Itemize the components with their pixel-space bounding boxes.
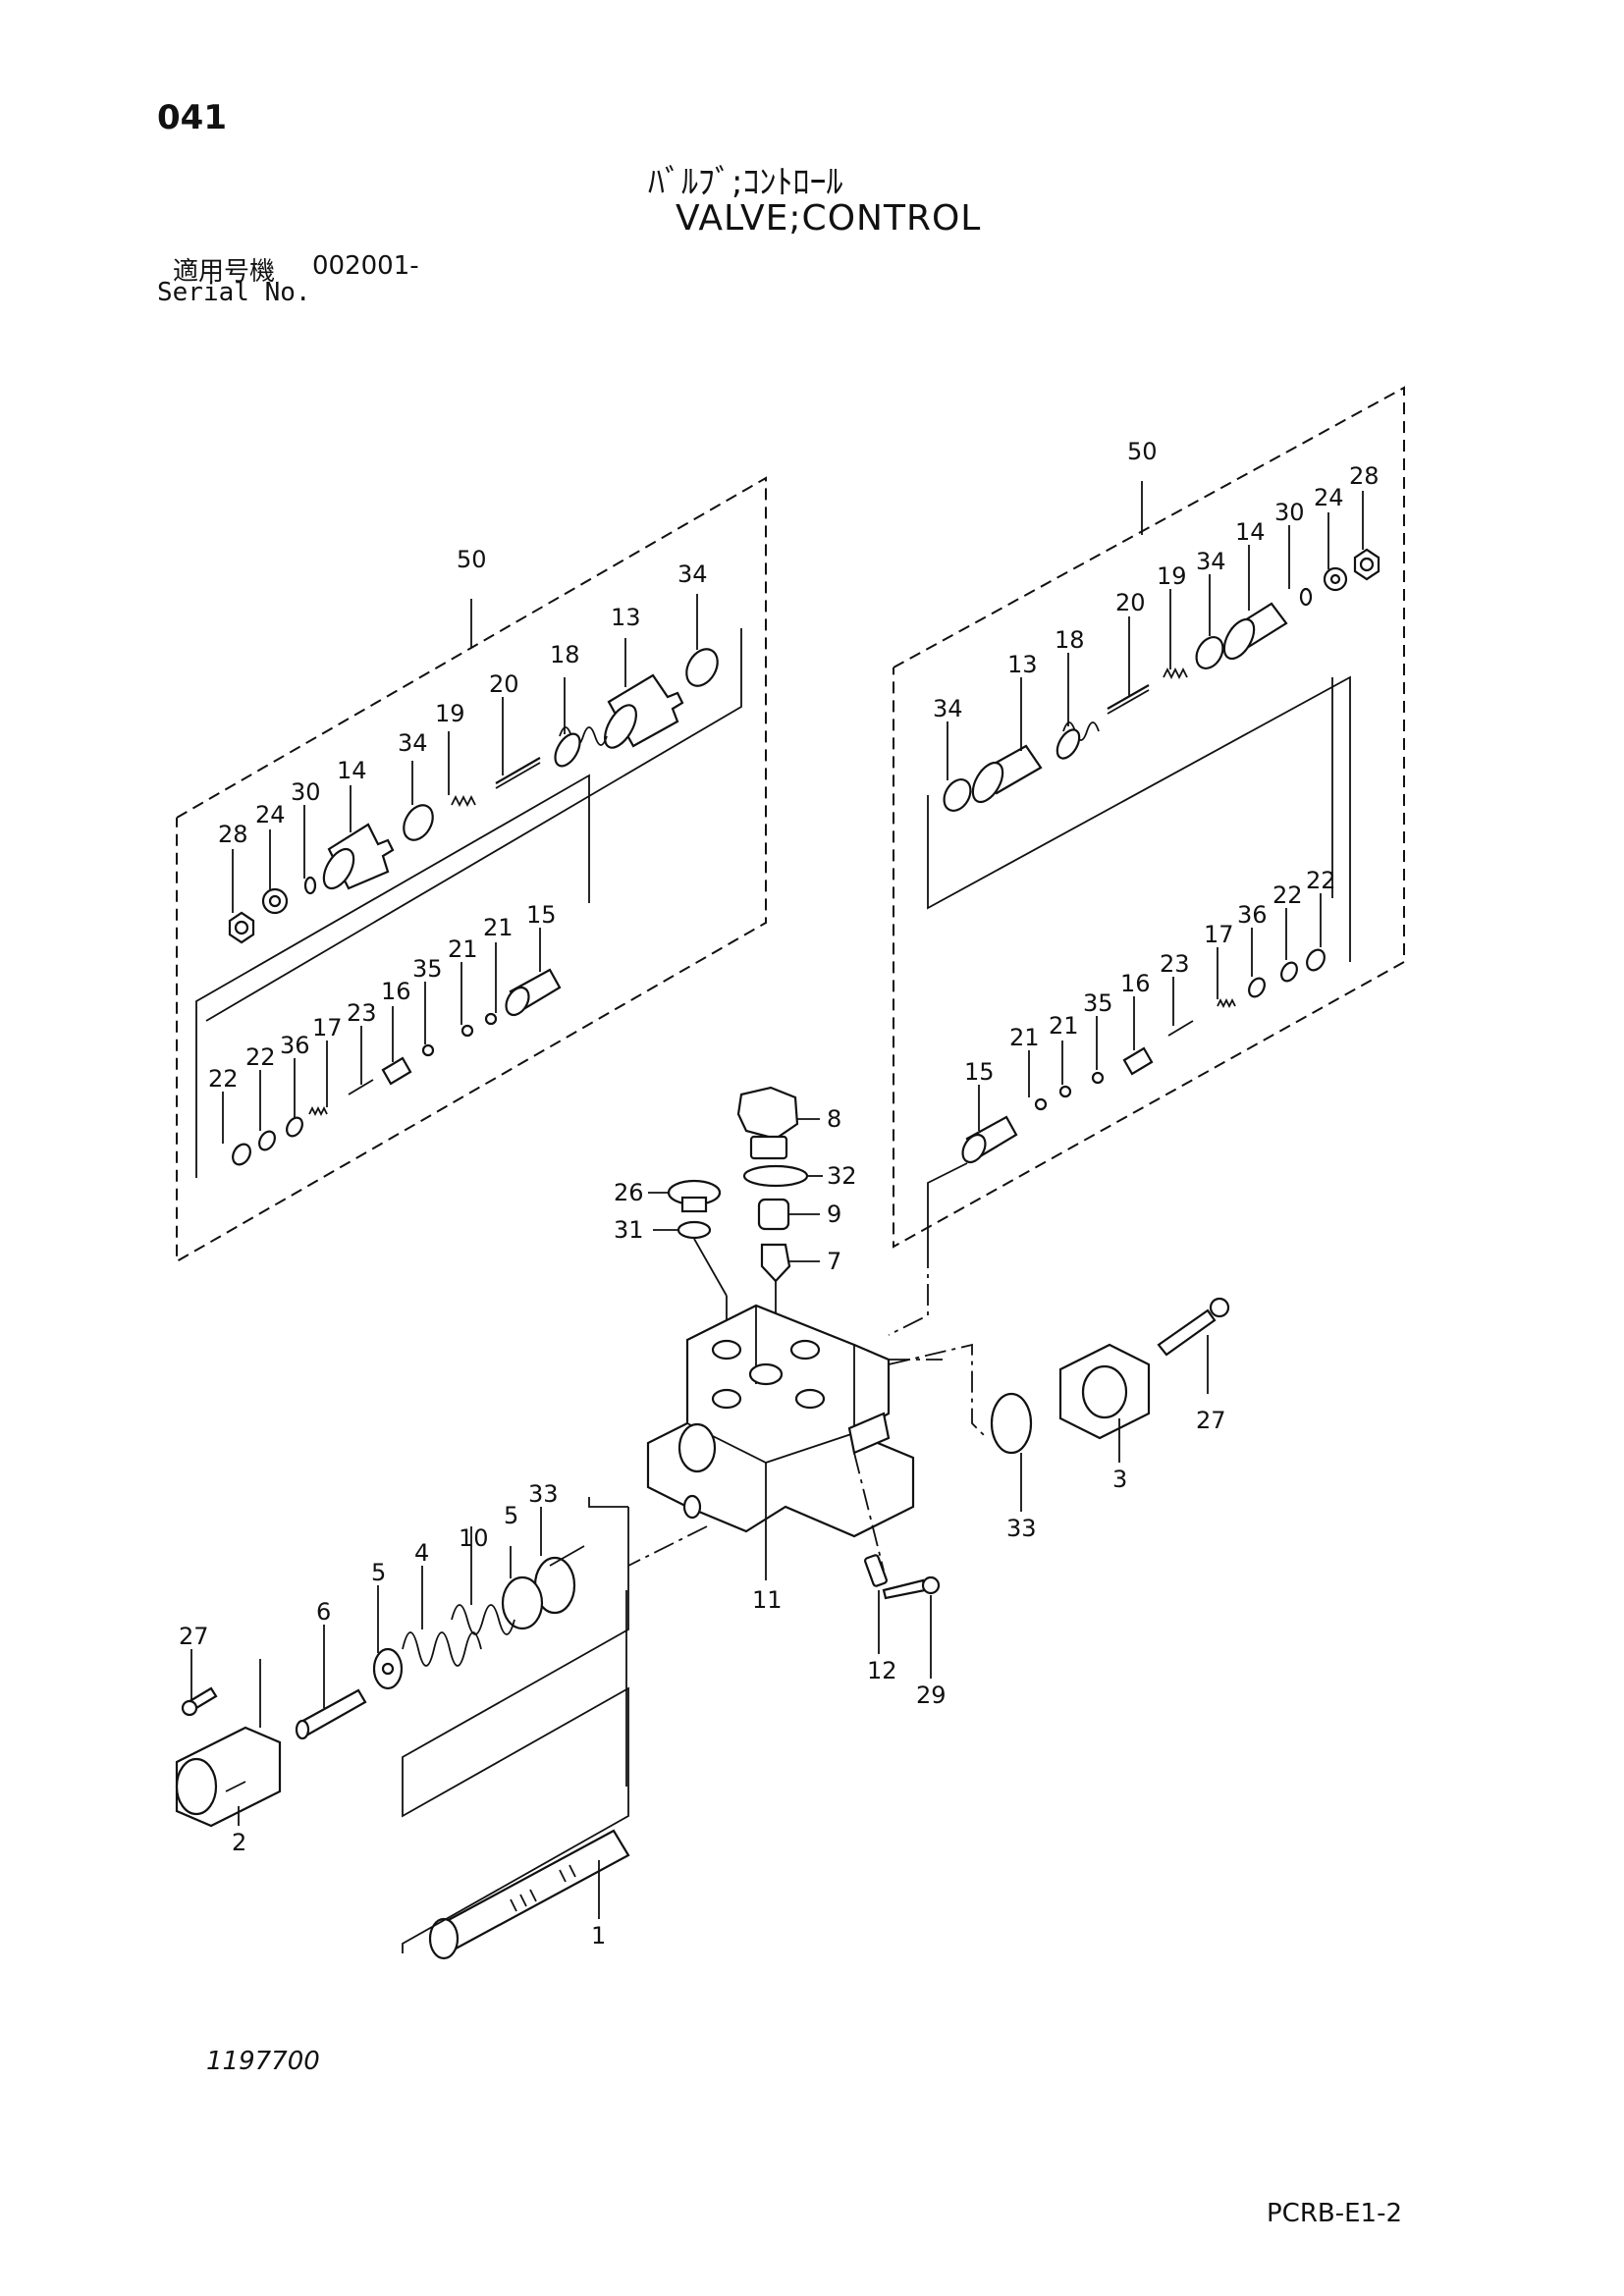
callout-left-20: 20: [489, 670, 519, 698]
callout-left-13: 13: [611, 604, 641, 631]
callout-left-21b: 21: [448, 935, 478, 963]
right-subassembly-outline: [893, 386, 1405, 1249]
serial-value: 002001-: [312, 251, 419, 281]
callout-left-14: 14: [337, 757, 367, 784]
page-code: PCRB-E1-2: [1267, 2199, 1403, 2228]
callout-4: 4: [414, 1539, 429, 1567]
title-english: VALVE;CONTROL: [676, 198, 982, 239]
callout-left-35: 35: [412, 955, 443, 983]
callout-5b: 5: [371, 1559, 386, 1586]
callout-left-19: 19: [435, 700, 465, 727]
callout-9: 9: [827, 1201, 841, 1228]
callout-left-17: 17: [312, 1014, 343, 1041]
page-number: 041: [157, 98, 227, 137]
callout-5a: 5: [504, 1502, 518, 1529]
callout-right-24: 24: [1314, 484, 1344, 511]
callout-left-22b: 22: [208, 1065, 239, 1093]
callout-1: 1: [591, 1922, 606, 1949]
callout-right-14: 14: [1235, 518, 1266, 546]
callout-right-13: 13: [1007, 651, 1038, 678]
callout-left-34b: 34: [398, 729, 428, 757]
callout-31: 31: [614, 1216, 644, 1244]
callout-right-34b: 34: [933, 695, 963, 722]
callout-left-28: 28: [218, 821, 248, 848]
callout-12: 12: [867, 1657, 897, 1684]
callout-27b: 27: [179, 1623, 209, 1650]
callout-29: 29: [916, 1682, 947, 1709]
callout-8: 8: [827, 1105, 841, 1133]
callout-right-19: 19: [1157, 562, 1187, 590]
callout-right-23: 23: [1160, 950, 1190, 978]
callout-left-16: 16: [381, 978, 411, 1005]
main-leader-lines: [190, 1118, 1209, 1953]
callout-right-assy: 50: [1127, 438, 1158, 465]
callout-6: 6: [316, 1598, 331, 1626]
title-japanese: ﾊﾞﾙﾌﾞ;ｺﾝﾄﾛｰﾙ: [648, 163, 843, 202]
callout-33a: 33: [1006, 1515, 1037, 1542]
callout-right-20: 20: [1115, 589, 1146, 616]
callout-right-28: 28: [1349, 462, 1380, 490]
callout-26: 26: [614, 1179, 644, 1206]
callout-33b: 33: [528, 1480, 559, 1508]
callout-right-22b: 22: [1272, 881, 1303, 909]
right-subassembly-parts: [943, 548, 1380, 1164]
serial-label-japanese: 適用号機: [173, 257, 276, 287]
callout-11: 11: [752, 1586, 783, 1614]
callout-right-21b: 21: [1009, 1024, 1040, 1051]
callout-left-23: 23: [347, 999, 377, 1027]
callout-right-17: 17: [1204, 921, 1234, 948]
callout-left-15: 15: [526, 901, 557, 929]
callout-left-21a: 21: [483, 914, 514, 941]
callout-7: 7: [827, 1248, 841, 1275]
callout-3: 3: [1112, 1466, 1127, 1493]
callout-right-30: 30: [1274, 499, 1305, 526]
callout-left-24: 24: [255, 801, 286, 828]
callout-right-15: 15: [964, 1058, 995, 1086]
drawing-number: 1197700: [206, 2047, 320, 2076]
callout-left-36: 36: [280, 1032, 310, 1059]
callout-left-30: 30: [291, 778, 321, 806]
callout-32: 32: [827, 1162, 857, 1190]
callout-right-21a: 21: [1049, 1012, 1079, 1040]
callout-10: 10: [459, 1524, 489, 1552]
callout-left-34a: 34: [677, 561, 708, 588]
callout-left-18: 18: [550, 641, 580, 668]
left-subassembly-parts: [228, 648, 719, 1166]
callout-right-16: 16: [1120, 970, 1151, 997]
callout-right-18: 18: [1055, 626, 1085, 654]
serial-label-english: Serial No.: [157, 278, 311, 307]
left-leader-lines: [222, 594, 698, 1144]
right-leader-lines: [927, 491, 1364, 1247]
callout-right-35: 35: [1083, 989, 1113, 1017]
callout-right-36: 36: [1237, 901, 1268, 929]
left-subassembly-outline: [176, 476, 767, 1263]
callout-2: 2: [232, 1829, 246, 1856]
callout-27a: 27: [1196, 1407, 1226, 1434]
main-valve-parts: [175, 1086, 1230, 1960]
callout-labels: 50 34 13 18 20 19 34 14 30 24 28 15 21 2…: [179, 438, 1380, 1949]
callout-left-assy: 50: [457, 546, 487, 573]
callout-left-22a: 22: [245, 1043, 276, 1071]
callout-right-22a: 22: [1306, 867, 1336, 894]
callout-right-34a: 34: [1196, 548, 1226, 575]
